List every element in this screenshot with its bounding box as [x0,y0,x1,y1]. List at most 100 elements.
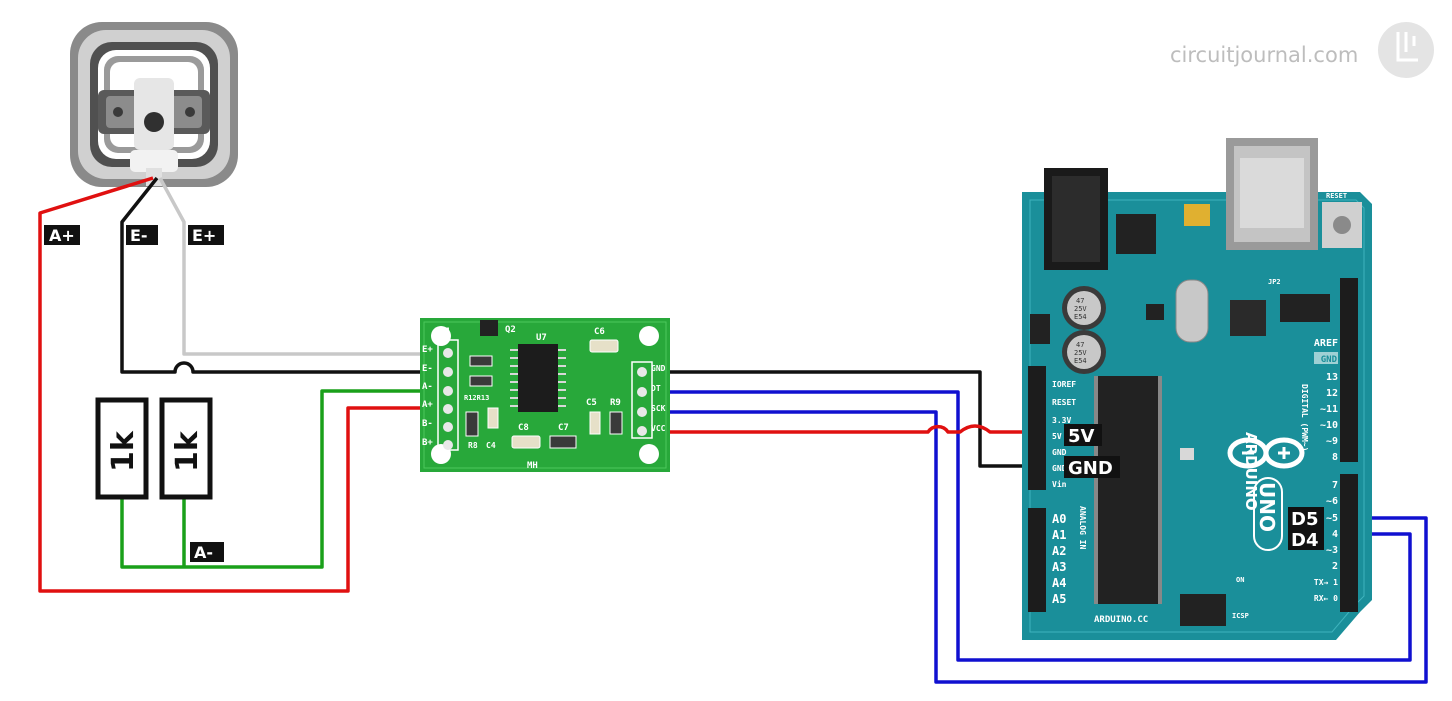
hx711-label-mh: MH [527,461,538,471]
cap2-text-3: E54 [1074,357,1087,365]
pin-5: ~5 [1326,513,1338,524]
hx711-label-r8: R8 [468,441,478,450]
hx711-label-j1: J1 [440,327,451,337]
pin-gnd-1: GND [1052,448,1067,457]
cap2-text-2: 25V [1074,349,1087,357]
cap1-text-2: 25V [1074,305,1087,313]
resistor-1-label: 1k [106,430,141,472]
cap1-text-1: 47 [1076,297,1084,305]
wire-a-minus [120,389,420,569]
hx711-pin-e-minus: E- [422,364,433,374]
wire-e-plus [158,177,420,356]
hx711-label-u7: U7 [536,333,547,343]
label-d5: D5 [1291,509,1318,530]
label-e-minus: E- [130,226,148,245]
arduino-uno-board: RESET 47 25V E54 47 25V E54 JP2 [1022,138,1372,640]
pin-12: 12 [1326,388,1338,399]
resistor-1: 1k [95,397,149,500]
label-a-minus: A- [194,543,213,562]
label-gnd: GND [1068,458,1113,479]
reset-label: RESET [1326,192,1347,200]
label-d4: D4 [1291,530,1318,551]
jp2-label: JP2 [1268,278,1281,286]
load-cell-wire-labels: A+ E- E+ A- [44,225,224,562]
arduino-model-text: UNO [1255,482,1279,532]
icsp-label: ICSP [1232,612,1249,620]
hx711-pin-gnd: GND [651,364,666,373]
label-a-plus: A+ [49,226,75,245]
pin-4: 4 [1332,529,1338,540]
connection-labels: 5V GND D5 D4 [1064,424,1324,551]
pin-a3: A3 [1052,560,1066,574]
wire-gnd [660,370,1044,468]
hx711-transistor [480,320,498,336]
pin-1: TX→ 1 [1314,578,1338,587]
pin-a2: A2 [1052,544,1066,558]
hx711-pin-vcc: VCC [651,424,666,433]
analog-header: ANALOG IN [1078,506,1087,550]
pin-2: 2 [1332,561,1338,572]
pin-10: ~10 [1320,420,1338,431]
capacitor-2: 47 25V E54 [1062,330,1106,374]
hx711-pin-sck: SCK [651,404,666,413]
hx711-label-c7: C7 [558,423,569,433]
icsp-header [1180,594,1226,626]
digital-header: DIGITAL (PWM~) [1300,384,1309,451]
hx711-label-r9: R9 [610,398,621,408]
power-header [1028,366,1046,490]
pin-ioref: IOREF [1052,380,1076,389]
hx711-label-c4: C4 [486,441,496,450]
arduino-logo-text: ARDUINO [1242,432,1260,511]
arduino-logo [1227,437,1305,469]
pin-a1: A1 [1052,528,1066,542]
arduino-site-text: ARDUINO.CC [1094,615,1148,625]
pin-9: ~9 [1326,436,1338,447]
hx711-pin-a-plus: A+ [422,400,433,410]
digital-pin-labels: AREF GND 13 12 ~11 ~10 ~9 8 7 ~6 ~5 4 ~3… [1314,338,1338,603]
wire-a-plus [38,176,420,593]
pin-8: 8 [1332,452,1338,463]
resistor-2: 1k [159,397,213,500]
resistor-2-label: 1k [170,430,205,472]
pin-reset: RESET [1052,398,1076,407]
wire-dt [660,390,1412,662]
hx711-pin-b-plus: B+ [422,438,433,448]
pin-3v3: 3.3V [1052,416,1071,425]
pin-3: ~3 [1326,545,1338,556]
hx711-pin-e-plus: E+ [422,345,433,355]
pin-0: RX← 0 [1314,594,1338,603]
wires [38,176,1428,684]
pin-gnd-digital: GND [1321,355,1338,365]
hx711-label-c6: C6 [594,327,605,337]
label-5v: 5V [1068,426,1095,447]
cap2-text-1: 47 [1076,341,1084,349]
analog-pin-labels: A0 A1 A2 A3 A4 A5 [1052,512,1066,606]
hx711-pin-a-minus: A- [422,382,433,392]
wire-vcc [660,424,1044,434]
digital-header-lower [1340,474,1358,612]
pin-7: 7 [1332,480,1338,491]
pin-a4: A4 [1052,576,1066,590]
wire-sck [660,410,1428,684]
hx711-label-c5: C5 [586,398,597,408]
hx711-label-c8: C8 [518,423,529,433]
pin-vin: Vin [1052,479,1067,489]
hx711-pin-dt: DT [651,384,661,393]
analog-header-socket [1028,508,1046,612]
wire-e-minus [120,176,420,374]
capacitor-1: 47 25V E54 [1062,286,1106,330]
on-label: ON [1236,576,1244,584]
pin-a5: A5 [1052,592,1066,606]
pin-aref: AREF [1314,338,1338,349]
hx711-chip [518,344,558,412]
atmega-chip [1098,376,1158,604]
pin-gnd-2: GND [1052,464,1067,473]
watermark-text: circuitjournal.com [1170,43,1358,67]
cap1-text-3: E54 [1074,313,1087,321]
hx711-board: E+ E- A- A+ B- B+ GND DT SCK VCC J1 Q2 U… [420,318,670,472]
watermark-logo [1378,22,1434,78]
pin-11: ~11 [1320,404,1338,415]
pin-a0: A0 [1052,512,1066,526]
label-e-plus: E+ [192,226,216,245]
